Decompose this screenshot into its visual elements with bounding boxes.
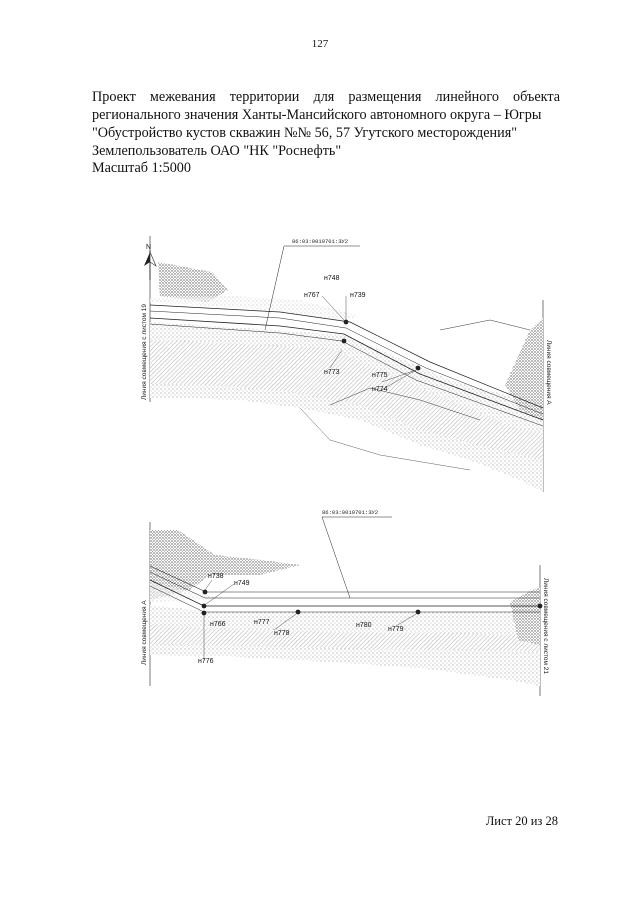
parcel-leader	[264, 245, 285, 331]
bottom-map: 86:03:0010701:ЗУ2 н738 н749 н766 н777 н7…	[141, 509, 549, 696]
corridor-line	[149, 571, 540, 599]
sheet-number: Лист 20 из 28	[485, 814, 558, 828]
point-label: н739	[350, 292, 366, 299]
point-label: н766	[210, 621, 226, 628]
parcel-code: 86:03:0010701:ЗУ2	[322, 509, 378, 516]
corridor-line	[149, 304, 544, 409]
survey-point	[343, 319, 349, 325]
map-scale: Масштаб 1:5000	[92, 160, 191, 176]
terrain-patch	[150, 296, 360, 320]
point-leader	[381, 369, 417, 383]
point-leader	[205, 583, 235, 605]
contour-line	[439, 319, 531, 331]
point-label: н780	[356, 622, 372, 629]
point-leader	[321, 295, 345, 321]
point-label: н779	[388, 626, 404, 633]
terrain-patch	[150, 530, 300, 600]
title-line-1: Проект межевания территории для размещен…	[92, 89, 560, 105]
contour-line	[299, 407, 471, 471]
point-label: н749	[234, 580, 250, 587]
point-label: н738	[208, 573, 224, 580]
corridor-line	[149, 317, 544, 421]
match-line-label: Линия совмещения с листом 21	[542, 578, 549, 674]
point-leader	[204, 579, 213, 591]
page-number: 127	[311, 38, 329, 50]
north-arrow-icon: N	[144, 244, 157, 280]
point-leader	[329, 349, 343, 369]
title-line-2: регионального значения Ханты-Мансийского…	[92, 107, 542, 123]
match-line-label: Линия совмещения А	[545, 340, 552, 405]
point-leader	[377, 369, 417, 393]
survey-point	[202, 589, 208, 595]
match-line-label: Линия совмещения с листом 19	[141, 304, 148, 400]
terrain-patch	[505, 318, 543, 420]
terrain-patch	[158, 262, 228, 302]
title-line-3: "Обустройство кустов скважин №№ 56, 57 У…	[92, 125, 518, 141]
point-label: н774	[372, 386, 388, 393]
terrain-patch	[150, 340, 543, 460]
point-leader	[273, 613, 297, 631]
survey-point	[295, 609, 301, 615]
terrain-patch	[150, 625, 540, 652]
corridor-line	[149, 310, 544, 415]
survey-point	[341, 338, 347, 344]
survey-point	[201, 610, 207, 616]
point-label: н776	[198, 658, 214, 665]
top-map: N 86:03:0010701:ЗУ2 н748 н767 н739 н773 …	[141, 236, 552, 492]
survey-point	[201, 603, 207, 609]
terrain-patch	[510, 588, 540, 645]
point-label: н778	[274, 630, 290, 637]
north-label: N	[146, 244, 151, 251]
document-title: Проект межевания территории для размещен…	[92, 88, 560, 160]
point-label: н773	[324, 369, 340, 376]
parcel-leader	[321, 516, 351, 599]
parcel-code: 86:03:0010701:ЗУ2	[292, 238, 348, 245]
point-label: н775	[372, 372, 388, 379]
terrain-patch	[150, 582, 230, 602]
point-label: н777	[254, 619, 270, 626]
match-line-label: Линия совмещения А	[141, 600, 148, 665]
point-label: н767	[304, 292, 320, 299]
survey-point	[415, 365, 421, 371]
survey-point	[537, 603, 543, 609]
point-leader	[395, 613, 417, 627]
survey-point	[415, 609, 421, 615]
contour-line	[329, 387, 481, 421]
title-line-4: Землепользователь ОАО "НК "Роснефть"	[92, 143, 342, 159]
point-label: н748	[324, 275, 340, 282]
